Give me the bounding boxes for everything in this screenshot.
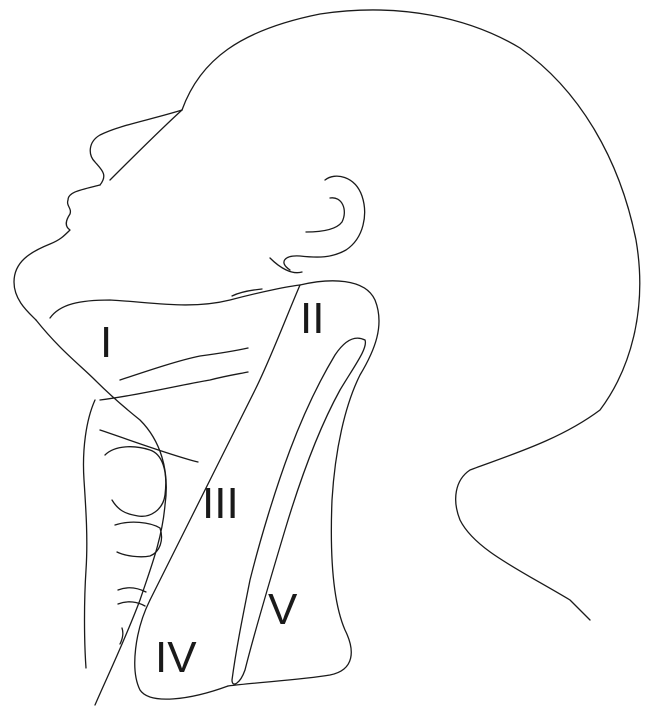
tracheal-ring-2 bbox=[118, 602, 145, 606]
level-5-label: V bbox=[268, 585, 298, 634]
hyoid-line bbox=[100, 430, 198, 462]
cricoid-cartilage bbox=[115, 522, 162, 557]
jaw-outline bbox=[36, 320, 166, 705]
forehead-nose-outline bbox=[90, 110, 182, 185]
level-1-region bbox=[50, 285, 300, 318]
level-3-label: III bbox=[202, 479, 239, 528]
jaw-angle bbox=[270, 258, 302, 273]
ear-inner bbox=[306, 198, 344, 232]
level-1-lower-line bbox=[100, 372, 248, 400]
ear-outline bbox=[284, 176, 365, 270]
thyroid-cartilage bbox=[105, 447, 166, 517]
larynx-outline bbox=[83, 400, 95, 668]
lips-outline bbox=[14, 185, 100, 320]
level-1-label: I bbox=[100, 318, 112, 367]
level-4-label: IV bbox=[155, 633, 197, 682]
level-2-3-anterior-line bbox=[150, 285, 300, 600]
tracheal-ring-1 bbox=[118, 588, 146, 592]
level-2-label: II bbox=[300, 294, 324, 343]
head-outline bbox=[182, 10, 640, 620]
